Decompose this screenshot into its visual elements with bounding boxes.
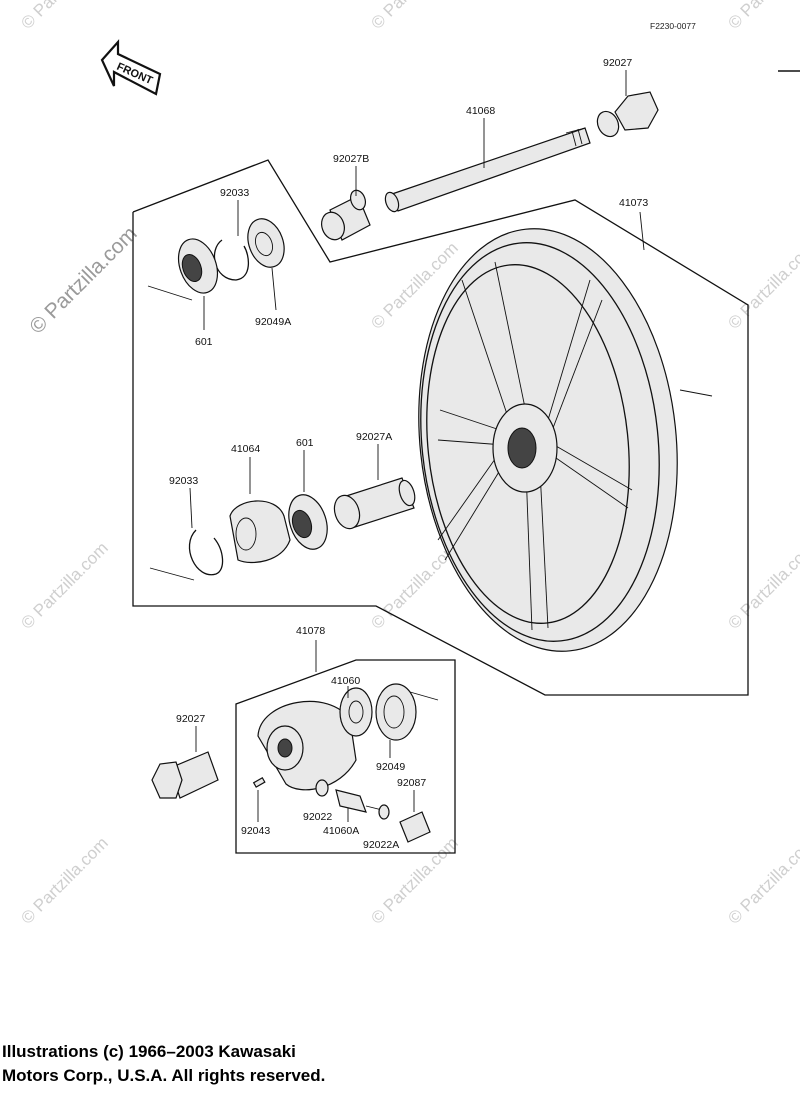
watermark-tile: © Partzilla.com [724, 538, 800, 632]
part-label-92033-top: 92033 [220, 187, 249, 199]
watermark-tile: © Partzilla.com [724, 0, 800, 33]
circlip-top [213, 239, 249, 281]
direction-arrow [147, 285, 193, 301]
watermark-main: © Partzilla.com [25, 222, 141, 338]
part-label-92022A: 92022A [363, 839, 399, 851]
part-label-41068: 41068 [466, 105, 495, 117]
part-label-41064: 41064 [231, 443, 260, 455]
watermark-tile: © Partzilla.com [724, 833, 800, 927]
axle-collar [151, 751, 219, 799]
copyright-line-1: Illustrations (c) 1966–2003 Kawasaki [2, 1042, 296, 1061]
part-label-92027: 92027 [603, 57, 632, 69]
copyright-notice: Illustrations (c) 1966–2003 Kawasaki Mot… [2, 1040, 792, 1088]
cast-wheel [418, 228, 678, 652]
bearing-mid [288, 494, 328, 550]
part-label-92049A: 92049A [255, 316, 291, 328]
oil-seal [375, 683, 417, 741]
part-label-92027B: 92027B [333, 153, 369, 165]
part-label-92043: 92043 [241, 825, 270, 837]
watermark-tile: © Partzilla.com [17, 833, 111, 927]
part-label-41060A: 41060A [323, 825, 359, 837]
copyright-line-2: Motors Corp., U.S.A. All rights reserved… [2, 1066, 326, 1085]
part-label-92022: 92022 [303, 811, 332, 823]
leader-line [189, 487, 193, 529]
direction-arrow [409, 691, 439, 701]
collar-b [321, 189, 371, 241]
direction-arrow [679, 389, 713, 397]
watermark-tile: © Partzilla.com [367, 0, 461, 33]
main-assembly-outline [132, 159, 749, 696]
part-label-41060: 41060 [331, 675, 360, 687]
watermark-tile: © Partzilla.com [724, 238, 800, 332]
exploded-parts-diagram: © Partzilla.com © Partzilla.com © Partzi… [17, 0, 800, 928]
axle-nut [596, 91, 659, 138]
part-label-92049: 92049 [376, 761, 405, 773]
washer [315, 779, 329, 797]
pinion-gear [335, 789, 383, 813]
pin [252, 776, 266, 788]
watermark-tile: © Partzilla.com [17, 538, 111, 632]
part-label-601-mid: 601 [296, 437, 314, 449]
circlip-mid [188, 529, 224, 576]
speedometer-assembly-outline [235, 659, 456, 854]
part-label-92027A: 92027A [356, 431, 392, 443]
part-label-41073: 41073 [619, 197, 648, 209]
watermark-tile: © Partzilla.com [17, 0, 111, 33]
front-arrow-icon: FRONT [100, 39, 162, 96]
collar-a [333, 477, 416, 530]
drive-gear [339, 687, 373, 737]
bearing-top [177, 238, 219, 294]
speedometer-cover [229, 500, 291, 564]
bushing [399, 811, 431, 843]
oil-seal-a [247, 218, 285, 268]
part-label-601-top: 601 [195, 336, 213, 348]
washer-a [378, 804, 390, 820]
part-label-41078: 41078 [296, 625, 325, 637]
leader-line [271, 267, 277, 311]
part-label-92033-mid: 92033 [169, 475, 198, 487]
diagram-code: F2230-0077 [650, 21, 696, 31]
direction-arrow [149, 567, 195, 581]
part-label-92087: 92087 [397, 777, 426, 789]
axle-shaft [384, 127, 591, 213]
part-label-92027-bottom: 92027 [176, 713, 205, 725]
leader-line [639, 211, 645, 251]
